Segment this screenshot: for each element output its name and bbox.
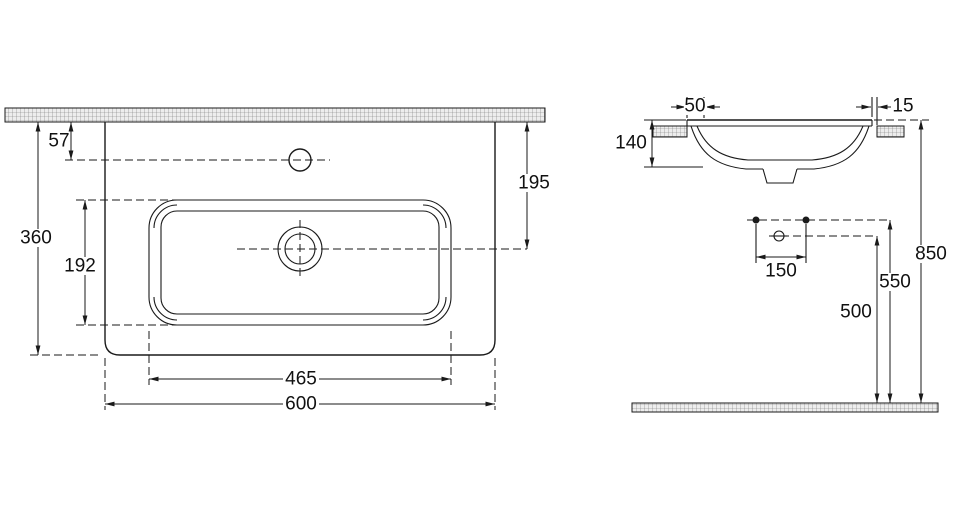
dim-label-192: 192: [64, 256, 96, 277]
bowl-corner-arc-br: [422, 296, 447, 321]
dim-label-150: 150: [765, 261, 797, 282]
dim-label-50-bg: [684, 98, 707, 115]
bowl-profile-inner: [696, 125, 864, 161]
plan-view: [4, 107, 546, 356]
floor-section: [631, 402, 939, 413]
wall-section-left: [652, 125, 688, 138]
dim-label-500: 500: [840, 302, 872, 323]
dim-label-50: 50: [684, 96, 705, 117]
drain-outlet-profile: [762, 168, 798, 184]
dim-label-550-bg: [879, 273, 911, 291]
dim-label-600: 600: [285, 394, 317, 415]
dim-label-15-bg: [893, 98, 914, 115]
bowl-inner-rim: [160, 210, 440, 315]
dim-label-600-bg: [283, 395, 319, 413]
dimension-labels: 57 360 192 195 465 600 50 15 140 150 500…: [19, 96, 949, 415]
bowl-corner-arc-tr: [422, 204, 447, 229]
bowl-corner-arc-tl: [153, 204, 178, 229]
dim-label-15: 15: [892, 96, 913, 117]
dim-label-192-bg: [63, 257, 97, 275]
dim-label-465-bg: [283, 370, 319, 388]
dim-label-57: 57: [48, 131, 69, 152]
bowl-corner-arc-bl: [153, 296, 178, 321]
bowl-profile-outer-right: [797, 125, 870, 170]
dim-label-140: 140: [615, 133, 647, 154]
dim-label-360: 360: [20, 228, 52, 249]
bowl-outer-rim: [148, 199, 452, 326]
dim-label-195: 195: [518, 173, 550, 194]
side-dimensions: [644, 97, 929, 403]
dim-label-465: 465: [285, 369, 317, 390]
basin-outline: [104, 122, 496, 356]
dim-label-850: 850: [915, 244, 947, 265]
dim-label-195-bg: [516, 174, 552, 192]
dim-label-360-bg: [19, 229, 53, 247]
mount-hole-left: [752, 216, 760, 224]
wall-section-right: [876, 125, 905, 138]
bowl-profile-outer-left: [690, 125, 763, 170]
dim-label-850-bg: [914, 245, 949, 263]
mount-hole-right: [802, 216, 810, 224]
wall-section-top: [4, 107, 546, 123]
dim-label-550: 550: [879, 272, 911, 293]
